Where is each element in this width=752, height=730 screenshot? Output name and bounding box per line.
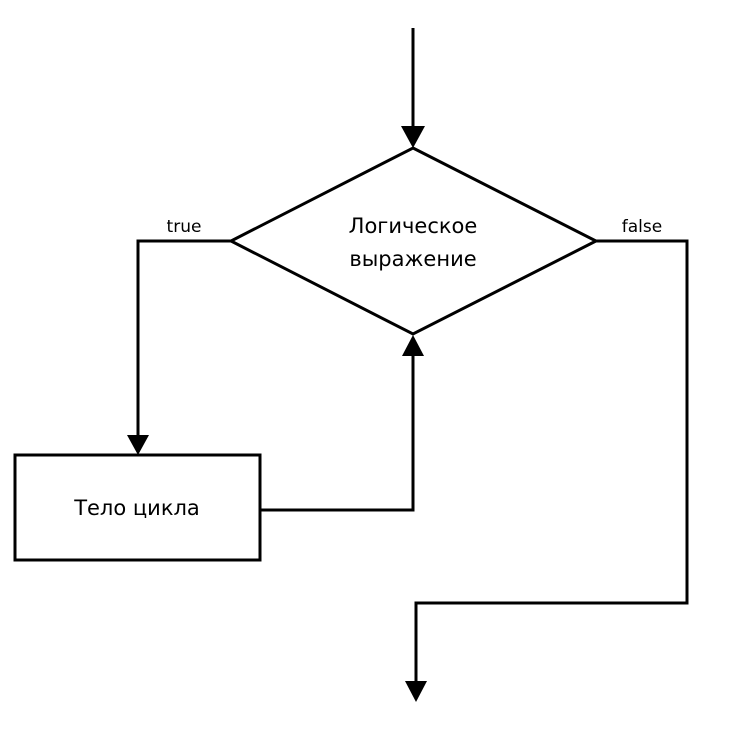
decision-label-line1: Логическое — [349, 214, 478, 238]
process-box — [13, 453, 262, 562]
false-branch-connector — [414, 239, 689, 682]
entry-arrow-head — [401, 126, 425, 148]
false-branch-label: false — [622, 217, 662, 237]
process-label: Тело цикла — [73, 496, 200, 520]
loop-back-arrow-head — [402, 335, 424, 356]
loop-back-connector — [260, 356, 415, 512]
true-branch-label: true — [167, 217, 202, 237]
true-branch-arrow-head — [127, 435, 149, 455]
exit-arrow-head — [405, 681, 427, 702]
decision-diamond — [227, 146, 600, 336]
decision-label-line2: выражение — [349, 247, 476, 271]
true-branch-connector — [136, 239, 231, 437]
